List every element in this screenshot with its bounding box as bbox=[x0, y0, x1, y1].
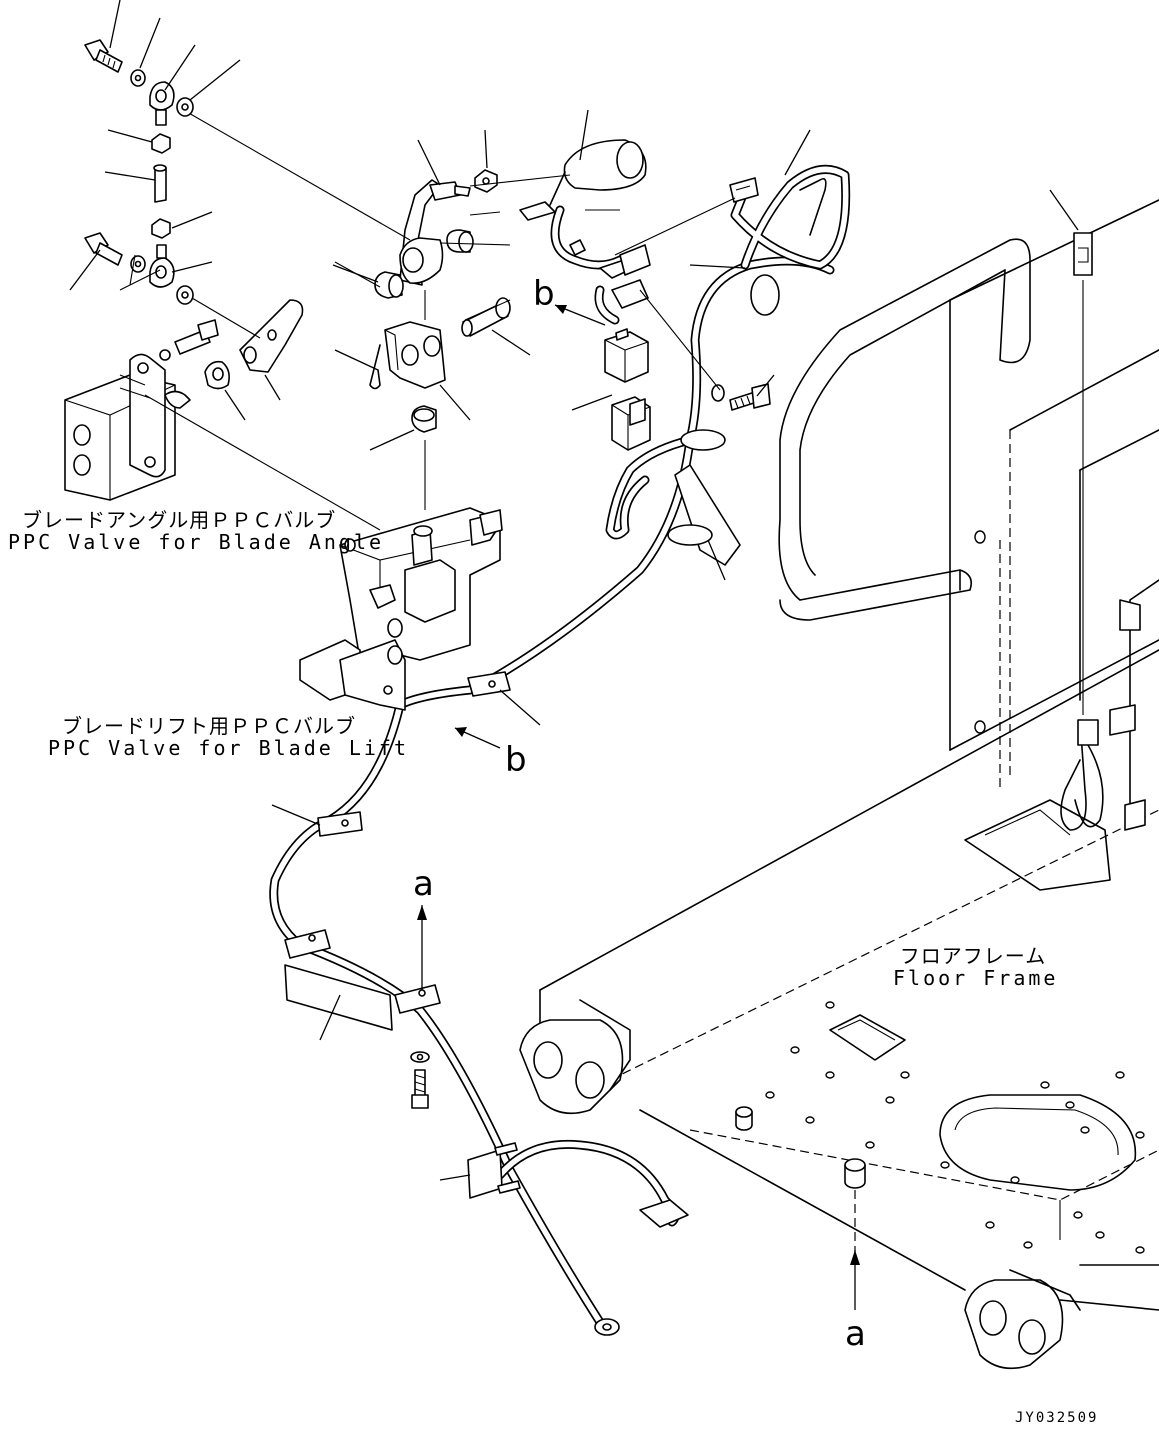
view-arrows bbox=[417, 304, 860, 1310]
linkage-parts bbox=[64, 39, 381, 531]
upper-parts bbox=[179, 107, 827, 510]
view-marker-b-top: b bbox=[533, 274, 555, 314]
wiring-harness bbox=[269, 164, 851, 1336]
floor-frame-label-en: Floor Frame bbox=[893, 966, 1059, 990]
view-marker-b-bottom: b bbox=[505, 740, 527, 780]
blade-angle-valve-label-jp: ブレードアングル用ＰＰＣバルブ bbox=[22, 508, 337, 532]
blade-lift-valve-label-jp: ブレードリフト用ＰＰＣバルブ bbox=[62, 714, 356, 738]
floor-frame bbox=[519, 199, 1159, 1370]
view-marker-a-bottom: a bbox=[845, 1314, 866, 1354]
blade-angle-valve-label-en: PPC Valve for Blade Angle bbox=[8, 530, 385, 554]
floor-frame-label-jp: フロアフレーム bbox=[899, 944, 1047, 968]
leader-lines bbox=[69, 0, 1079, 1181]
blade-lift-valve-label-en: PPC Valve for Blade Lift bbox=[48, 736, 409, 760]
ppc-valves bbox=[299, 507, 503, 711]
view-marker-a-top: a bbox=[413, 864, 434, 904]
drawing-code: JY032509 bbox=[1015, 1410, 1099, 1426]
